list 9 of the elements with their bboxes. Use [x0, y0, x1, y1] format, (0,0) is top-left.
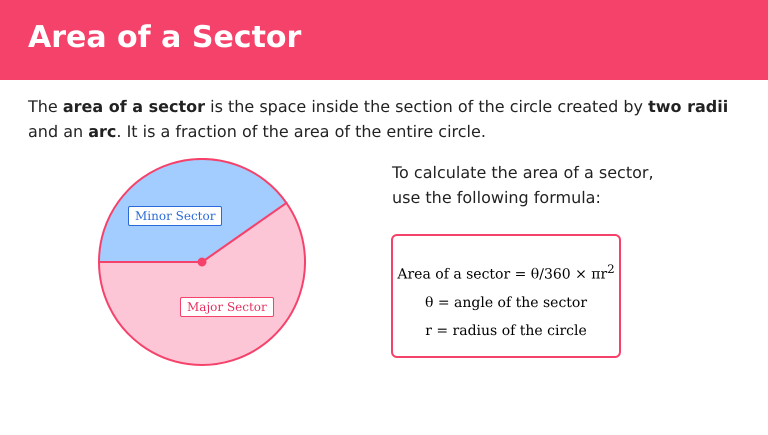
instruction-text: To calculate the area of a sector, use the following formula:	[392, 162, 655, 209]
definition-text: r = radius of the circle	[424, 322, 588, 339]
description-text: The area of a sector is the space inside the section of the circle created by two radii and an arc. It is a fraction of the area of the entire circle.	[28, 96, 730, 143]
sector-label: Major Sector	[180, 297, 274, 317]
formula-box	[391, 234, 621, 358]
sector-label: Minor Sector	[128, 206, 222, 226]
formula-text: Area of a sector = θ/360 × πr$^{2}$	[396, 262, 616, 283]
title: Area of a Sector	[28, 20, 302, 55]
definition-text: θ = angle of the sector	[424, 294, 588, 311]
